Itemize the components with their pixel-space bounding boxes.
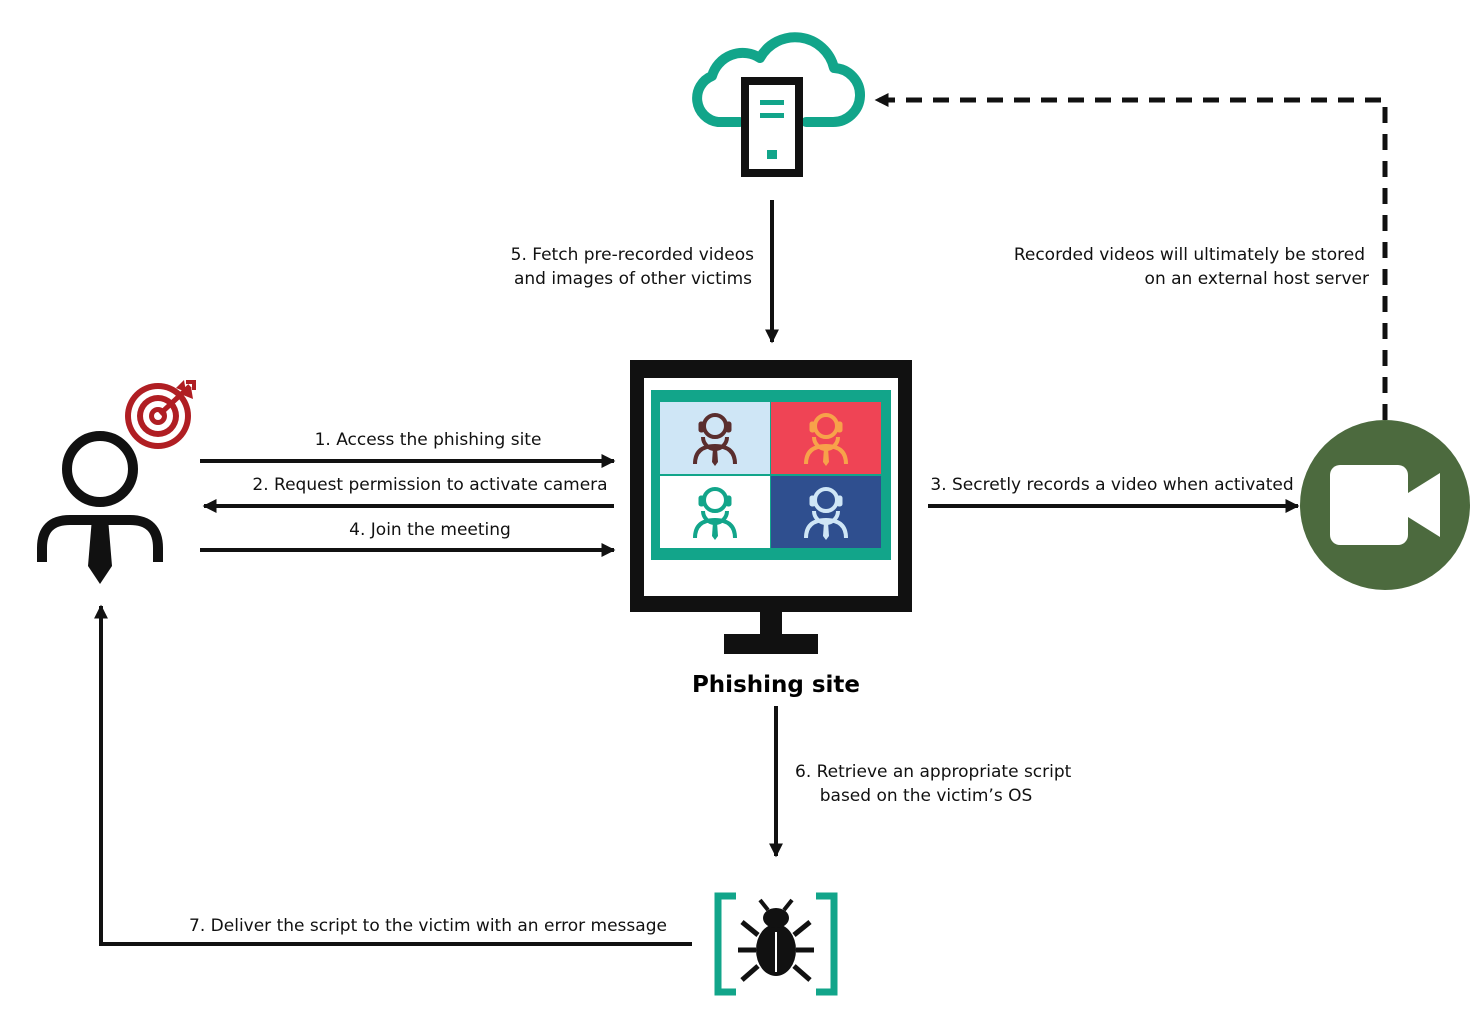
step5-label-line2: and images of other victims: [514, 269, 752, 289]
storage-label-line2: on an external host server: [1145, 269, 1369, 289]
arrow-step7: [94, 604, 692, 946]
video-camera-icon: [1300, 420, 1470, 590]
dashed-arrow-storage: [874, 93, 1388, 420]
phishing-site-title: Phishing site: [692, 672, 860, 698]
cloud-server-icon: [692, 32, 865, 177]
target-with-arrow-icon: [125, 380, 196, 449]
step6-label-line2: based on the victim’s OS: [820, 786, 1033, 806]
step1-label: 1. Access the phishing site: [315, 430, 542, 450]
step2-label: 2. Request permission to activate camera: [252, 475, 607, 495]
storage-label-line1: Recorded videos will ultimately be store…: [1014, 245, 1365, 265]
step3-label: 3. Secretly records a video when activat…: [930, 475, 1293, 495]
monitor-video-meeting-icon: [630, 360, 912, 654]
person-with-tie-icon: [37, 431, 163, 584]
step4-label: 4. Join the meeting: [349, 520, 511, 540]
malware-bug-icon: [714, 892, 838, 996]
step5-label-line1: 5. Fetch pre-recorded videos: [511, 245, 755, 265]
step6-label-line1: 6. Retrieve an appropriate script: [795, 762, 1072, 782]
step7-label: 7. Deliver the script to the victim with…: [189, 916, 667, 936]
